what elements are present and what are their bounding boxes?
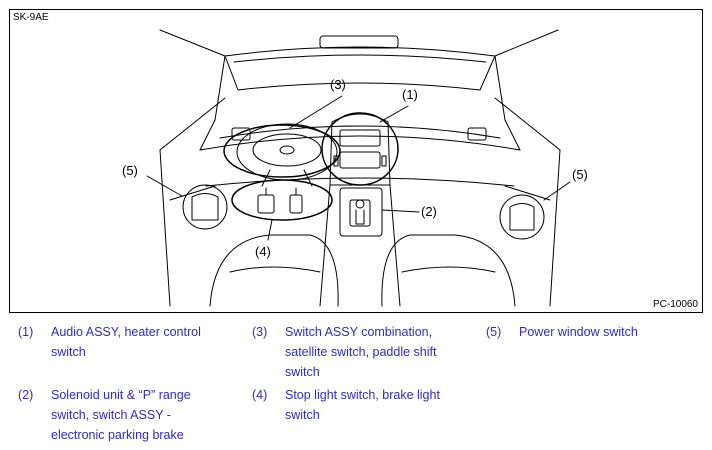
highlight-steering-switches — [223, 124, 341, 178]
brake-pedal — [257, 194, 275, 214]
power-window-switch-left — [182, 184, 228, 230]
leader-1 — [379, 105, 409, 123]
legend-text: Audio ASSY, heater control — [51, 325, 201, 339]
legend: (1) Audio ASSY, heater control switch (2… — [0, 318, 712, 450]
leader-5-left — [146, 175, 183, 197]
windshield — [224, 46, 496, 91]
power-window-switch-right — [499, 194, 545, 240]
legend-number: (4) — [252, 388, 268, 402]
legend-text: Switch ASSY combination, — [285, 325, 433, 339]
figure-reference: PC-10060 — [652, 299, 698, 310]
driver-seat — [209, 234, 339, 307]
leader-4 — [267, 219, 273, 241]
legend-item-5: (5) Power window switch — [486, 322, 708, 342]
legend-text: satellite switch, paddle shift — [285, 345, 437, 359]
audio-display — [339, 151, 381, 169]
shifter-area — [339, 187, 383, 237]
passenger-seat — [381, 234, 516, 307]
callout-1: (1) — [402, 87, 418, 102]
legend-text: electronic parking brake — [51, 428, 184, 442]
legend-text: switch, switch ASSY - — [51, 408, 171, 422]
legend-text: Solenoid unit & “P” range — [51, 388, 191, 402]
legend-text: Stop light switch, brake light — [285, 388, 440, 402]
diagram-figure: SK-9AE PC-10060 (3) (1) (5) (5) (2) (4) — [9, 9, 703, 313]
highlight-pedal-switches — [231, 179, 333, 221]
legend-number: (1) — [18, 325, 34, 339]
leader-5-right — [543, 181, 571, 201]
callout-5-right: (5) — [572, 167, 588, 182]
callout-4: (4) — [255, 244, 271, 259]
legend-item-4: (4) Stop light switch, brake light switc… — [252, 385, 484, 425]
highlight-audio-heater — [321, 112, 399, 186]
figure-code: SK-9AE — [13, 12, 49, 23]
legend-number: (5) — [486, 325, 502, 339]
callout-5-left: (5) — [122, 163, 138, 178]
leader-2 — [381, 209, 420, 213]
callout-3: (3) — [330, 77, 346, 92]
legend-item-1: (1) Audio ASSY, heater control switch — [18, 322, 248, 362]
legend-text: switch — [51, 345, 86, 359]
accelerator-pedal — [289, 194, 303, 214]
center-stack — [329, 113, 391, 186]
car-interior-drawing — [146, 29, 571, 307]
rearview-mirror — [319, 35, 399, 49]
legend-number: (3) — [252, 325, 268, 339]
legend-text: Power window switch — [519, 325, 638, 339]
legend-item-3: (3) Switch ASSY combination, satellite s… — [252, 322, 484, 382]
leader-3 — [289, 95, 343, 129]
legend-item-2: (2) Solenoid unit & “P” range switch, sw… — [18, 385, 248, 445]
legend-number: (2) — [18, 388, 34, 402]
callout-2: (2) — [421, 204, 437, 219]
dashboard-top — [199, 135, 521, 151]
legend-text: switch — [285, 408, 320, 422]
legend-text: switch — [285, 365, 320, 379]
